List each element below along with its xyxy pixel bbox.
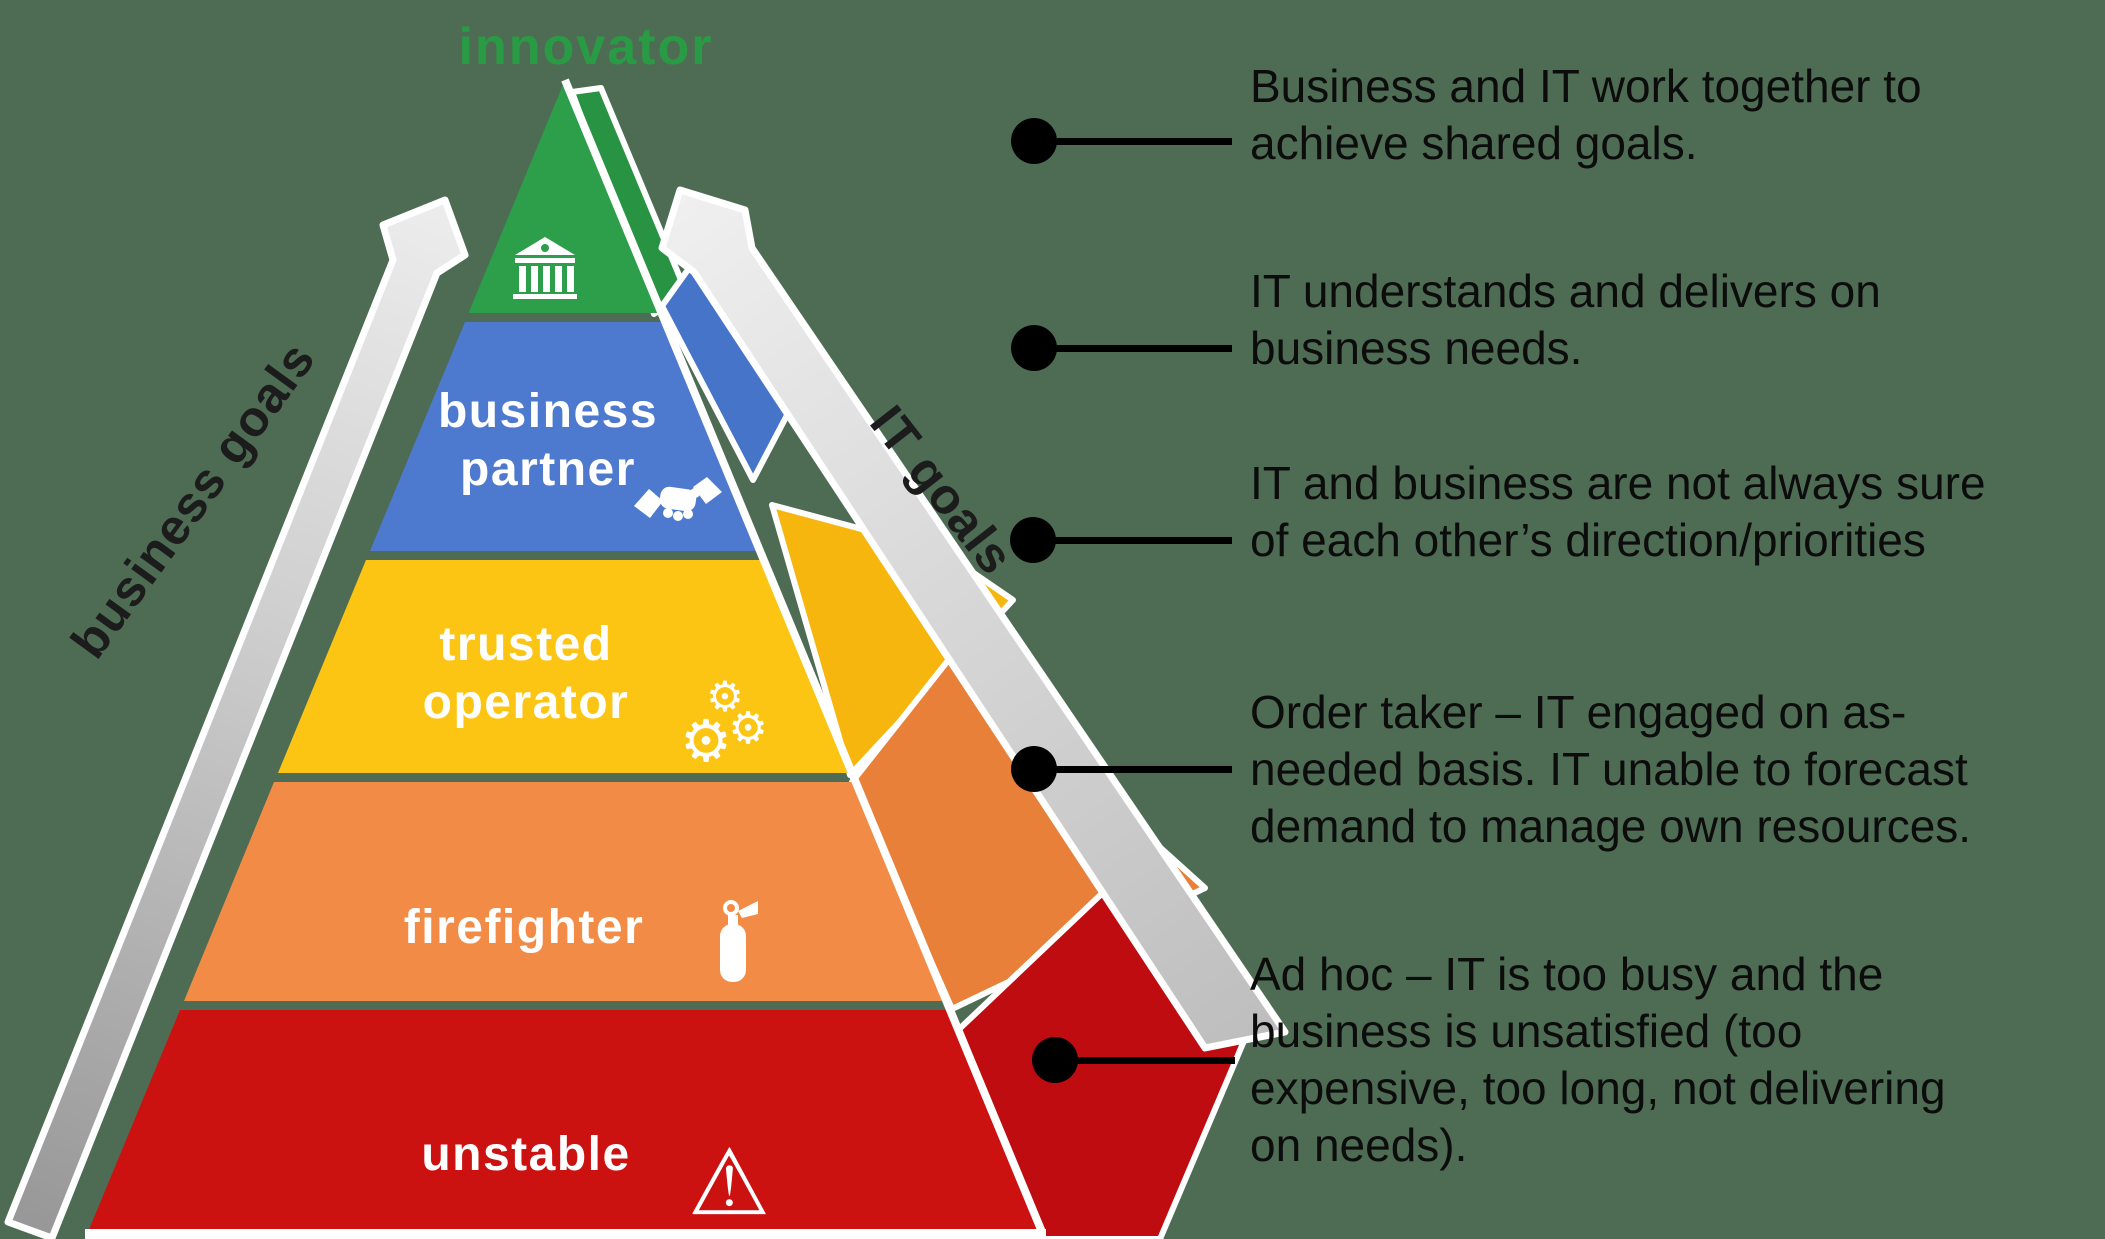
band-label-line: operator [422, 676, 630, 729]
annotation-unstable: Ad hoc – IT is too busy and the business… [1250, 946, 1946, 1174]
level-trusted-operator [278, 560, 852, 773]
band-label-line: partner [460, 443, 636, 496]
band-label-line: trusted [439, 618, 613, 671]
annotation-line: IT and business are not always sure [1250, 457, 1986, 509]
firefighter-label: firefighter [403, 901, 645, 954]
gears-icon: ⚙ [706, 672, 744, 721]
pyramid-right-edge [561, 78, 1046, 1234]
annotation-connector-line [1033, 537, 1232, 544]
annotation-connector-line [1034, 345, 1232, 352]
annotation-line: IT understands and delivers on [1250, 265, 1881, 317]
annotation-line: Order taker – IT engaged on as- [1250, 686, 1907, 738]
annotation-line: Ad hoc – IT is too busy and the [1250, 948, 1884, 1000]
gear-large-icon: ⚙ [680, 707, 732, 775]
innovator-label: innovator [458, 18, 714, 76]
fire-extinguisher-icon [720, 900, 758, 982]
annotation-trusted-operator: IT and business are not always sure of e… [1250, 455, 1986, 569]
warning-icon: ⚠ [687, 1129, 771, 1236]
business-goals-arrow [4, 196, 469, 1239]
annotation-connector-line [1034, 138, 1232, 145]
level-unstable [88, 1010, 1042, 1232]
annotation-business-partner: IT understands and delivers on business … [1250, 263, 1881, 377]
annotation-line: of each other’s direction/priorities [1250, 514, 1926, 566]
bank-icon [513, 237, 577, 299]
it-goals-arrow [658, 186, 1289, 1052]
annotation-line: on needs). [1250, 1119, 1468, 1171]
annotation-line: expensive, too long, not delivering [1250, 1062, 1946, 1114]
trusted-operator-label: trusted operator [423, 616, 630, 732]
annotation-line: business is unsatisfied (too [1250, 1005, 1803, 1057]
annotation-firefighter: Order taker – IT engaged on as- needed b… [1250, 684, 1971, 855]
annotation-line: business needs. [1250, 322, 1583, 374]
handshake-icon [634, 477, 722, 521]
annotation-line: Business and IT work together to [1250, 60, 1922, 112]
annotation-connector-line [1034, 766, 1232, 773]
unstable-label: unstable [421, 1128, 631, 1181]
annotation-innovator: Business and IT work together to achieve… [1250, 58, 1922, 172]
business-partner-label: business partner [438, 383, 658, 499]
annotation-line: demand to manage own resources. [1250, 800, 1972, 852]
band-label-line: business [437, 385, 659, 438]
annotation-line: needed basis. IT unable to forecast [1250, 743, 1968, 795]
gear-small-icon: ⚙ [728, 703, 768, 754]
annotation-connector-line [1055, 1057, 1235, 1064]
level-firefighter [184, 782, 946, 1001]
annotation-line: achieve shared goals. [1250, 117, 1698, 169]
